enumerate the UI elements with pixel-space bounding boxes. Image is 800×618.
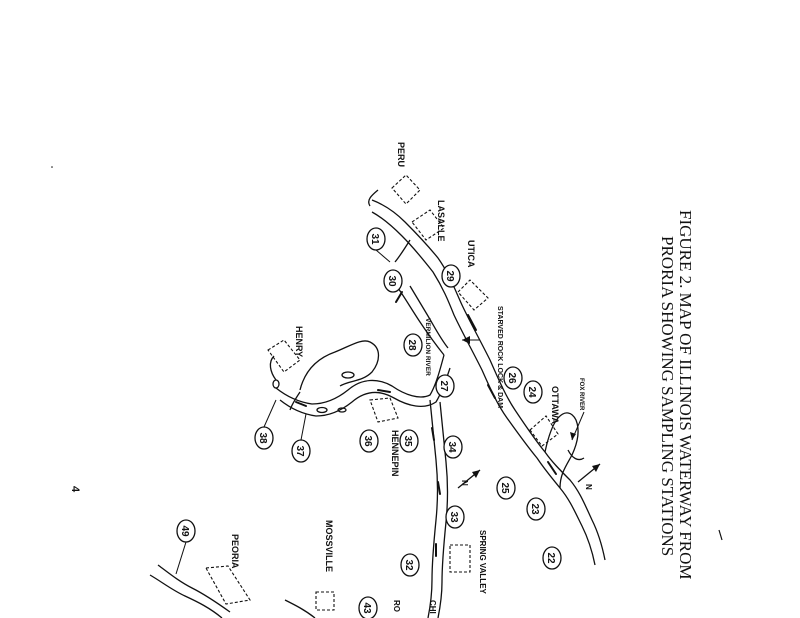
svg-text:33: 33: [448, 511, 459, 523]
city-label-utica: UTICA: [466, 240, 476, 268]
peru-city-boundary: [391, 174, 421, 205]
henry-city-boundary: [267, 339, 301, 373]
station-38: 38: [254, 426, 274, 450]
svg-text:24: 24: [526, 386, 537, 398]
station-31: 31: [366, 227, 386, 251]
illinois-river-bend: [269, 340, 451, 417]
station-29: 29: [441, 264, 461, 288]
station-26: 26: [503, 366, 523, 390]
svg-text:37: 37: [294, 445, 305, 457]
page-number: 4: [69, 486, 81, 493]
svg-text:36: 36: [362, 435, 373, 447]
station-38-pointer: [263, 399, 277, 428]
city-label-ro: RO: [392, 600, 401, 612]
north-label-mid: N: [460, 480, 469, 486]
stray-mark: [718, 529, 723, 541]
utica-city-boundary: [457, 279, 489, 311]
svg-text:22: 22: [545, 552, 556, 564]
figure-title-line2: PRORIA SHOWING SAMPLING STATIONS: [658, 236, 677, 556]
fox-river-arrowhead: [570, 432, 576, 440]
vermilion-river-label: VERMILION RIVER: [424, 318, 431, 376]
svg-text:49: 49: [179, 525, 190, 537]
mossville-city-boundary: [315, 591, 335, 611]
city-label-hennepin: HENNEPIN: [390, 430, 400, 477]
station-37: 37: [291, 439, 311, 463]
peoria-river: [149, 564, 316, 618]
city-label-spring-valley: SPRING VALLEY: [478, 530, 487, 595]
svg-text:43: 43: [361, 602, 372, 614]
station-36: 36: [359, 429, 379, 453]
ottawa-city-boundary: [529, 415, 559, 447]
svg-text:34: 34: [446, 441, 457, 453]
station-49-pointer: [175, 541, 187, 575]
station-31-pointer: [375, 249, 391, 263]
station-30: 30: [383, 269, 403, 293]
fox-river: FOX RIVER: [544, 378, 585, 489]
svg-text:35: 35: [402, 435, 413, 447]
city-label-peoria: PEORIA: [230, 534, 240, 569]
north-label-top: N: [584, 484, 593, 490]
station-22: 22: [542, 546, 562, 570]
station-25: 25: [496, 476, 516, 500]
station-34: 34: [443, 435, 463, 459]
city-label-henry: HENRY: [294, 326, 304, 357]
svg-text:29: 29: [444, 270, 455, 282]
svg-text:31: 31: [369, 233, 380, 245]
svg-text:38: 38: [257, 432, 268, 444]
island: [337, 407, 347, 413]
fox-river-label: FOX RIVER: [578, 378, 584, 411]
station-23: 23: [526, 497, 546, 521]
north-arrow-mid: N: [457, 469, 481, 489]
svg-text:27: 27: [438, 380, 449, 392]
hennepin-city-boundary: [369, 397, 399, 423]
station-49: 49: [176, 519, 196, 543]
vermilion-river: VERMILION RIVER: [395, 285, 449, 376]
peoria-city-boundary: [205, 565, 251, 605]
svg-text:32: 32: [403, 559, 414, 571]
city-label-mossville: MOSSVILLE: [324, 520, 334, 572]
station-35: 35: [399, 429, 419, 453]
station-37-pointer: [300, 413, 307, 441]
svg-text:28: 28: [406, 339, 417, 351]
figure-title-line1: FIGURE 2. MAP OF ILLINOIS WATERWAY FROM: [676, 210, 695, 579]
station-43: 43: [358, 596, 378, 618]
svg-text:26: 26: [506, 372, 517, 384]
starved-rock-label: STARVED ROCK LOCK & DAM: [496, 306, 503, 408]
station-33: 33: [445, 505, 465, 529]
illinois-river-upper: [368, 189, 606, 566]
city-label-ottawa: OTTAWA: [550, 386, 560, 424]
station-28: 28: [403, 333, 423, 357]
svg-text:30: 30: [386, 275, 397, 287]
station-32: 32: [400, 553, 420, 577]
svg-text:23: 23: [529, 503, 540, 515]
island: [341, 371, 355, 379]
svg-text:25: 25: [499, 482, 510, 494]
island: [316, 406, 328, 414]
city-label-peru: PERU: [396, 142, 406, 167]
city-label-lasalle: LASALLE: [436, 200, 446, 242]
station-27: 27: [435, 374, 455, 398]
starved-rock: STARVED ROCK LOCK & DAM: [462, 306, 503, 408]
north-arrow-top: N: [577, 463, 601, 490]
city-label-chi: CHI: [428, 600, 437, 614]
illinois-river-lower: [427, 399, 449, 618]
stray-dot: [51, 166, 53, 168]
spring-valley-city-boundary: [449, 544, 471, 573]
island: [272, 379, 280, 389]
station-24: 24: [523, 380, 543, 404]
